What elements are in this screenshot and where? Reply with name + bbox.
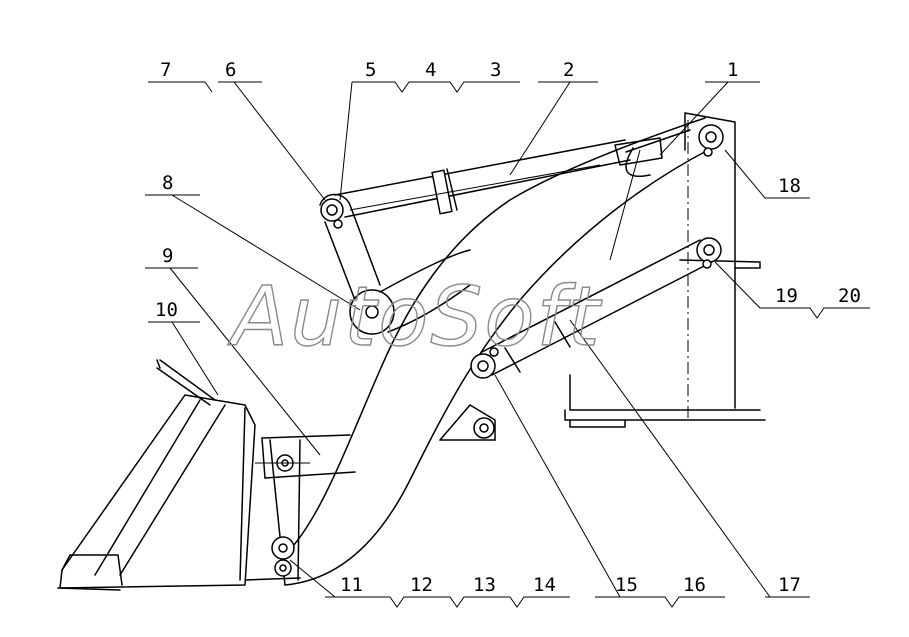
lift-cylinder [334, 137, 663, 218]
tilt-cylinder [470, 239, 713, 379]
leader-lines [145, 81, 870, 608]
top-pins [696, 124, 724, 269]
label-2: 2 [563, 59, 574, 81]
label-18: 18 [778, 175, 801, 197]
label-19: 19 [775, 285, 798, 307]
label-15: 15 [615, 574, 638, 596]
link-rod [255, 434, 356, 479]
label-12: 12 [410, 574, 433, 596]
cylinder-pivot [319, 193, 381, 301]
frame-bracket [564, 112, 766, 428]
label-16: 16 [683, 574, 706, 596]
label-13: 13 [473, 574, 496, 596]
boom-bracket-pin [439, 404, 496, 441]
label-9: 9 [162, 245, 173, 267]
watermark-text: AutoSoft [227, 270, 602, 365]
label-6: 6 [225, 59, 236, 81]
label-7: 7 [160, 59, 171, 81]
label-17: 17 [778, 574, 801, 596]
rocker-linkage [349, 249, 471, 335]
bucket [57, 359, 301, 591]
label-10: 10 [155, 299, 178, 321]
label-20: 20 [838, 285, 861, 307]
label-1: 1 [727, 59, 738, 81]
label-14: 14 [533, 574, 556, 596]
label-8: 8 [162, 172, 173, 194]
label-11: 11 [340, 574, 363, 596]
label-4: 4 [425, 59, 436, 81]
label-5: 5 [365, 59, 376, 81]
part-labels: 7 6 5 4 3 2 1 8 9 10 18 19 20 11 12 13 1… [155, 59, 861, 596]
label-3: 3 [490, 59, 501, 81]
